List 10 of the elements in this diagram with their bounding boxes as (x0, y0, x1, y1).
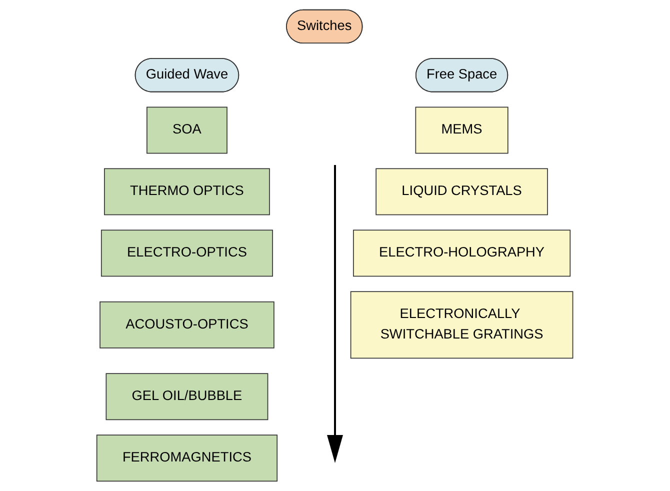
node-box: GEL OIL/BUBBLE (106, 373, 268, 420)
node-box: LIQUID CRYSTALS (376, 168, 548, 216)
node-box: FERROMAGNETICS (96, 434, 278, 482)
node-box: ELECTRO-HOLOGRAPHY (353, 230, 571, 277)
node-box: SOA (146, 106, 228, 154)
node-box: THERMO OPTICS (104, 168, 270, 216)
node-box: ELECTRONICALLY SWITCHABLE GRATINGS (350, 291, 574, 359)
node-box: MEMS (415, 106, 509, 154)
node-box: ELECTRO-OPTICS (101, 230, 274, 277)
node-box: ACOUSTO-OPTICS (100, 301, 275, 348)
